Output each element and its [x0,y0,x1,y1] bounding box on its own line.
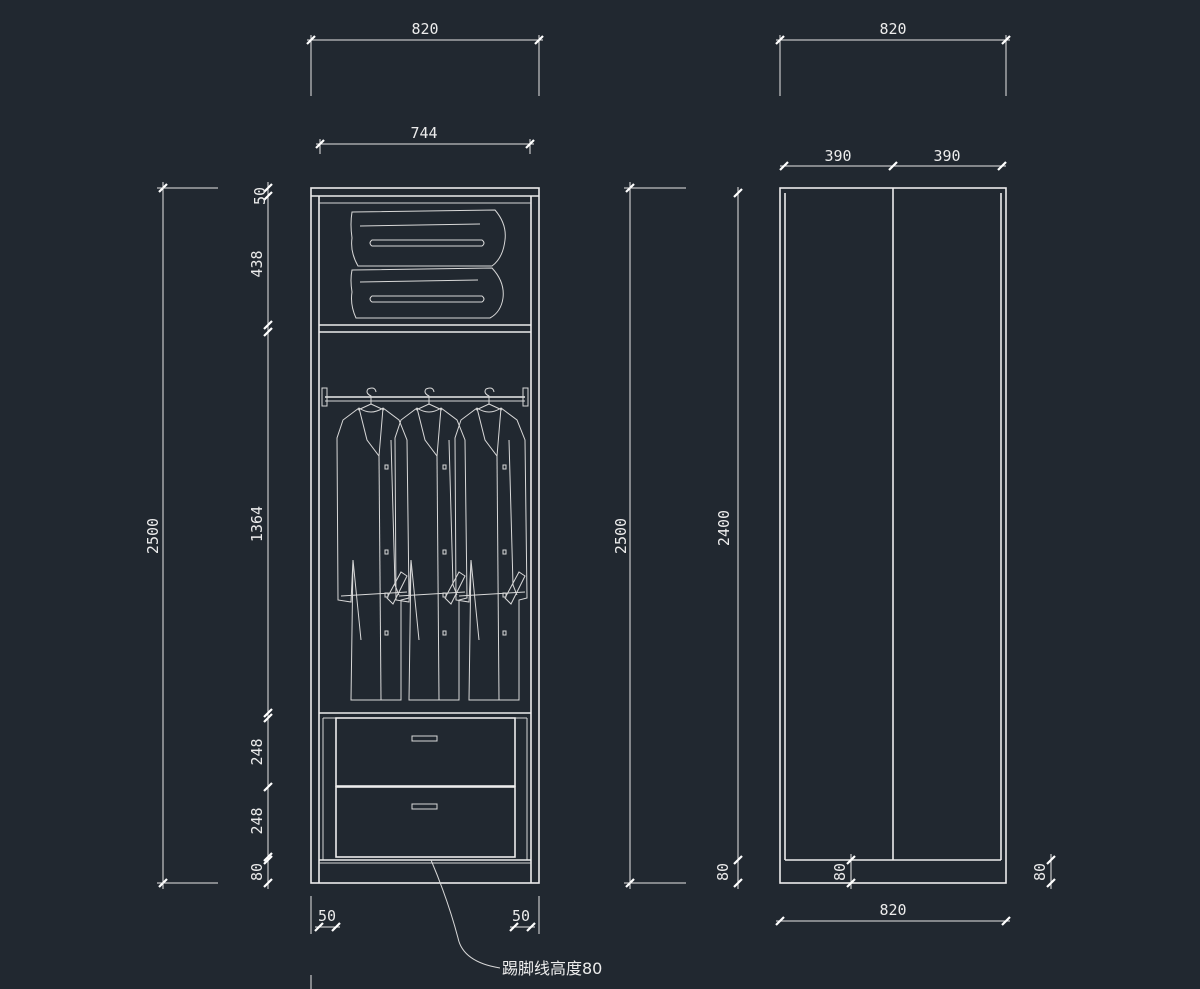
hanging-rail [321,387,529,407]
dim-side-panel-left: 50 [318,907,336,925]
dim-door-right: 390 [933,147,960,165]
drawer-lower-handle[interactable] [411,803,438,810]
dim-top-compartment: 438 [248,250,266,277]
coat [454,387,528,701]
cabinet-outline [310,187,540,884]
dim-door-overall-height: 2500 [612,518,630,554]
drawer-upper-handle[interactable] [411,735,438,742]
dim-door-left: 390 [824,147,851,165]
dim-drawer-top: 248 [248,738,266,765]
dimension-lines [157,35,1056,989]
front-elevation [310,187,540,969]
drawer-upper[interactable] [335,717,516,787]
dimension-labels: 820 744 2500 50 438 1364 248 248 80 50 5… [144,20,1049,978]
dim-side-panel-right: 50 [512,907,530,925]
dim-door-base-left: 80 [714,863,732,881]
dim-door-height: 2400 [715,510,733,546]
dim-door-base-right: 80 [1031,863,1049,881]
dim-door-base-mid: 80 [831,863,849,881]
door-elevation [779,187,1007,884]
dim-top-panel: 50 [251,187,269,205]
hanging-coats [336,387,528,701]
drawer-lower[interactable] [335,786,516,858]
dim-front-overall-height: 2500 [144,518,162,554]
dim-door-overall-width-bottom: 820 [879,901,906,919]
dim-door-overall-width-top: 820 [879,20,906,38]
dim-front-inner-width: 744 [410,124,437,142]
folded-blankets [350,209,506,319]
dim-base: 80 [248,863,266,881]
dim-front-overall-width: 820 [411,20,438,38]
kick-note-leader [430,859,501,969]
dim-hanging-space: 1364 [248,506,266,542]
dim-drawer-bottom: 248 [248,807,266,834]
coat [336,387,410,701]
kick-height-note: 踢脚线高度80 [502,959,602,978]
